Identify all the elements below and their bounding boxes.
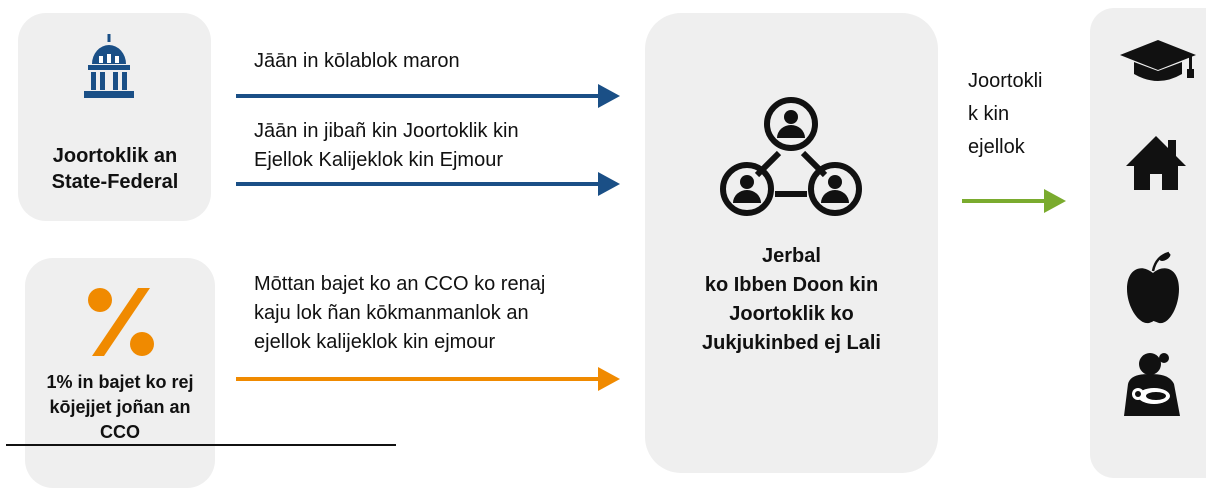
divider-line xyxy=(6,444,396,446)
apple-icon xyxy=(1127,251,1179,324)
flow-text-output-line3: ejellok xyxy=(968,136,1025,158)
flow-text-output: Joortokli k kin ejellok xyxy=(968,65,1042,164)
arrow-cco xyxy=(236,367,620,391)
arrow-output xyxy=(962,189,1066,213)
network-people-icon xyxy=(720,97,862,216)
percent-icon xyxy=(88,288,154,356)
center-label-line2: ko Ibben Doon kin xyxy=(704,274,879,296)
arrow-support xyxy=(236,172,620,196)
center-label-line4: Jukjukinbed ej Lali xyxy=(702,332,881,354)
flow-text-cco: Mōttan bajet ko an CCO ko renaj kaju lok… xyxy=(254,270,545,357)
community-partners-box xyxy=(645,13,938,473)
center-label-line1: Jerbal xyxy=(762,245,821,267)
capitol-building-icon xyxy=(84,34,134,98)
flow-text-cco-line1: Mōttan bajet ko an CCO ko renaj xyxy=(254,273,546,295)
flow-text-output-line1: Joortokli xyxy=(968,70,1043,92)
arrow-funding xyxy=(236,84,620,108)
center-label-line3: Joortoklik ko xyxy=(729,303,854,325)
flow-text-support: Jāān in jibañ kin Joortoklik kin Ejellok… xyxy=(254,117,519,175)
flow-text-output-line2: k kin xyxy=(968,103,1010,125)
house-icon xyxy=(1126,136,1186,190)
flow-text-support-line1: Jāān in jibañ kin Joortoklik kin xyxy=(254,120,519,142)
flow-text-support-line2: Ejellok Kalijeklok kin Ejmour xyxy=(254,149,503,171)
flow-text-cco-line3: ejellok kalijeklok kin ejmour xyxy=(254,331,496,353)
state-federal-label: Joortoklik an State-Federal xyxy=(51,145,179,193)
flow-text-funding: Jāān in kōlablok maron xyxy=(254,50,460,72)
cco-budget-box xyxy=(25,258,215,488)
caregiver-baby-icon xyxy=(1124,353,1180,416)
flow-text-cco-line2: kaju lok ñan kōkmanmanlok an xyxy=(254,302,529,324)
graduation-cap-icon xyxy=(1120,40,1196,81)
community-partners-label: Jerbal ko Ibben Doon kin Joortoklik ko J… xyxy=(655,242,928,358)
cco-budget-label: 1% in bajet ko rej kōjejjet joñan an CCO xyxy=(46,372,194,442)
